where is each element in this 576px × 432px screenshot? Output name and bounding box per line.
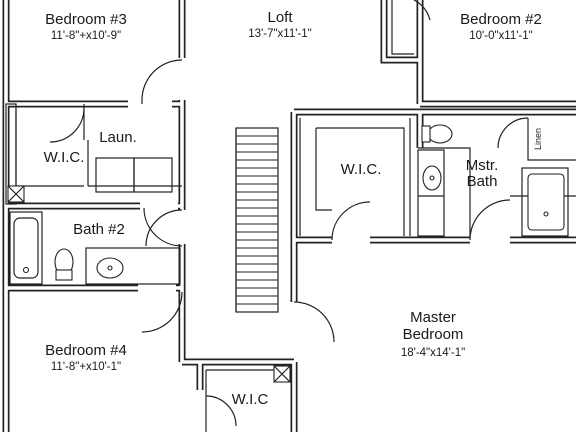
bedroom3-name: Bedroom #3 <box>45 11 127 28</box>
master-bedroom-size: 18'-4"x14'-1" <box>401 347 465 359</box>
bedroom4-name: Bedroom #4 <box>45 342 127 359</box>
bedroom3-size: 11'-8"+x10'-9" <box>51 30 121 42</box>
toilet-bath2 <box>54 248 74 281</box>
room-labels: Bedroom #3 11'-8"+x10'-9" Loft 13'-7"x11… <box>44 9 543 408</box>
doors <box>49 0 529 427</box>
chase-box-left <box>7 185 25 203</box>
door-master-wic <box>331 201 371 241</box>
sink-master <box>422 165 442 191</box>
loft-size: 13'-7"x11'-1" <box>248 28 312 40</box>
door-laundry <box>145 209 183 247</box>
master-bedroom-name-line1: Master <box>410 309 456 326</box>
fixtures <box>7 124 565 383</box>
chase-box-bottom <box>273 365 291 383</box>
loft-name: Loft <box>267 9 293 26</box>
toilet-master <box>421 124 453 144</box>
sink-bath2 <box>96 257 124 279</box>
door-bedroom4 <box>141 291 183 333</box>
tub-drain <box>22 266 30 274</box>
master-bath-name-line1: Mstr. <box>466 157 499 174</box>
door-bedroom3 <box>141 59 183 101</box>
bedroom2-name: Bedroom #2 <box>460 11 542 28</box>
door-wic-left <box>49 107 85 143</box>
door-master-bath <box>469 199 511 241</box>
wic-left-name: W.I.C. <box>44 149 85 166</box>
master-bedroom-name-line2: Bedroom <box>403 326 464 343</box>
staircase <box>235 127 279 313</box>
bedroom2-size: 10'-0"x11'-1" <box>469 30 533 42</box>
shower-master <box>527 173 565 231</box>
door-bedroom2 <box>413 0 431 21</box>
door-wic-bottom <box>205 395 237 427</box>
wic-master-name: W.I.C. <box>341 161 382 178</box>
door-bath2 <box>143 207 183 247</box>
laundry-name: Laun. <box>99 129 137 146</box>
door-linen <box>497 117 529 149</box>
bath2-name: Bath #2 <box>73 221 125 238</box>
wic-bottom-name: W.I.C <box>232 391 269 408</box>
master-bath-name-line2: Bath <box>467 173 498 190</box>
bedroom4-size: 11'-8"+x10'-1" <box>51 361 121 373</box>
door-master-bedroom <box>293 301 335 343</box>
interior-partitions <box>5 0 576 432</box>
linen-name: Linen <box>533 128 543 150</box>
